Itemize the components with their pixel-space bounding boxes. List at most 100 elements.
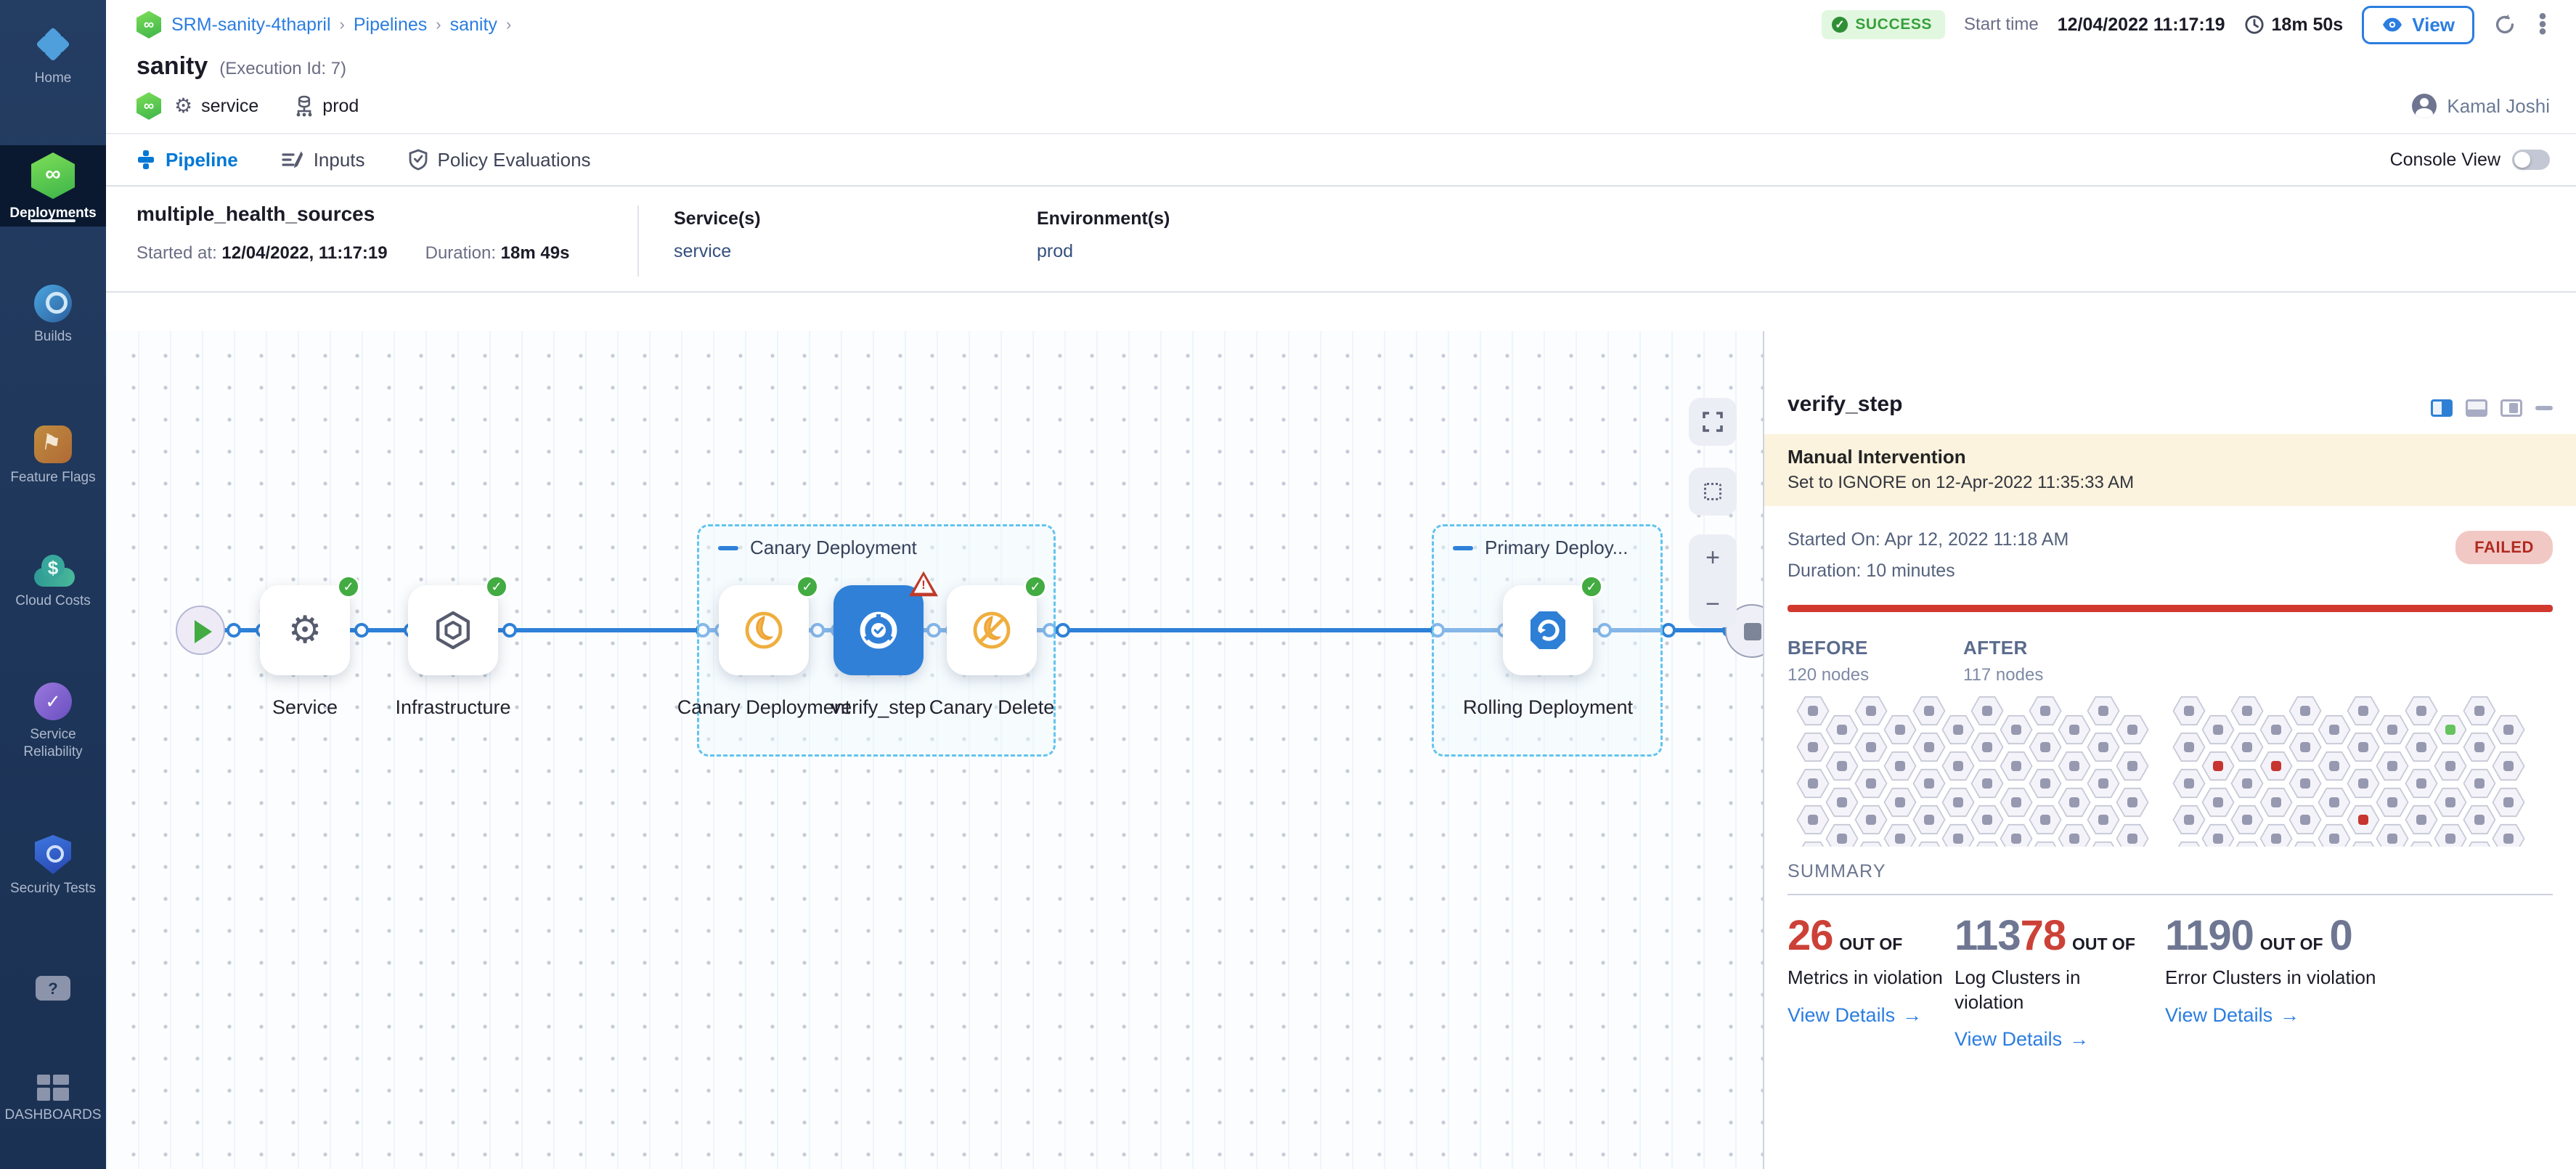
after-node-grid[interactable] bbox=[2172, 696, 2530, 847]
shield-check-icon bbox=[409, 149, 427, 171]
log-clusters-summary: 11378 OUT OF Log Clusters in violation V… bbox=[1955, 914, 2148, 1051]
infrastructure-icon bbox=[436, 611, 470, 650]
node-hexagon[interactable] bbox=[2492, 823, 2525, 847]
hex-column bbox=[1912, 696, 1946, 847]
sidebar-item-dashboards[interactable]: DASHBOARDS bbox=[0, 1075, 106, 1124]
environments-value[interactable]: prod bbox=[1037, 241, 1074, 261]
node-hexagon[interactable] bbox=[2116, 823, 2149, 847]
log-clusters-violation-count: 78 bbox=[2020, 912, 2067, 959]
hex-column bbox=[2029, 696, 2062, 847]
node-hexagon[interactable] bbox=[1796, 841, 1830, 847]
sidebar-item-security-tests[interactable]: Security Tests bbox=[0, 835, 106, 897]
node-hexagon[interactable] bbox=[1854, 841, 1888, 847]
hex-column bbox=[1883, 696, 1917, 847]
node-hexagon[interactable] bbox=[2492, 787, 2525, 818]
layout-float-icon[interactable] bbox=[2500, 399, 2522, 417]
user-name: Kamal Joshi bbox=[2447, 94, 2550, 117]
breadcrumb-pipelines[interactable]: Pipelines bbox=[353, 14, 428, 35]
started-at-value: 12/04/2022, 11:17:19 bbox=[221, 243, 388, 263]
sidebar-item-feature-flags[interactable]: Feature Flags bbox=[0, 425, 106, 486]
breadcrumb-project[interactable]: SRM-sanity-4thapril bbox=[171, 14, 331, 35]
node-hexagon[interactable] bbox=[2172, 841, 2206, 847]
node-hexagon[interactable] bbox=[2230, 841, 2264, 847]
node-infrastructure[interactable]: ✓ bbox=[408, 575, 508, 675]
zoom-in-button[interactable]: + bbox=[1705, 544, 1720, 571]
node-label: Rolling Deployment bbox=[1462, 696, 1634, 718]
node-hexagon[interactable] bbox=[2347, 841, 2380, 847]
node-hexagon[interactable] bbox=[2116, 714, 2149, 745]
tab-inputs[interactable]: Inputs bbox=[282, 149, 365, 171]
connector-dot bbox=[1661, 623, 1676, 638]
fullscreen-icon bbox=[1703, 412, 1723, 432]
hex-column bbox=[2259, 696, 2293, 847]
node-label: Infrastructure bbox=[395, 696, 511, 718]
log-clusters-view-details-link[interactable]: View Details→ bbox=[1955, 1028, 2090, 1051]
environment-tag[interactable]: prod bbox=[295, 95, 359, 117]
success-check-icon: ✓ bbox=[337, 575, 360, 598]
fit-to-screen-button[interactable] bbox=[1689, 398, 1737, 446]
sidebar-item-help[interactable] bbox=[0, 976, 106, 1006]
tab-pipeline[interactable]: Pipeline bbox=[136, 149, 238, 171]
console-view-toggle[interactable] bbox=[2512, 150, 2550, 170]
more-options-icon[interactable]: ••• bbox=[2538, 4, 2547, 44]
error-clusters-view-details-link[interactable]: View Details→ bbox=[2165, 1003, 2300, 1026]
check-icon: ✓ bbox=[1832, 17, 1849, 33]
sidebar-item-label: Builds bbox=[34, 329, 72, 344]
node-hexagon[interactable] bbox=[2463, 841, 2496, 847]
breadcrumb-separator: › bbox=[505, 15, 512, 33]
layout-bottom-icon[interactable] bbox=[2466, 399, 2487, 417]
hex-column bbox=[2087, 696, 2120, 847]
start-time-label: Start time bbox=[1964, 15, 2039, 34]
breadcrumb: ∞ SRM-sanity-4thapril › Pipelines › sani… bbox=[106, 0, 2576, 49]
hex-column bbox=[1970, 696, 2004, 847]
hex-column bbox=[2201, 696, 2235, 847]
sidebar-item-label: Home bbox=[34, 70, 72, 86]
pipeline-canvas[interactable]: Canary Deployment Primary Deploy... ✓ ⚙ … bbox=[106, 331, 1763, 1169]
before-node-grid[interactable] bbox=[1796, 696, 2153, 847]
success-check-icon: ✓ bbox=[796, 575, 819, 598]
sidebar-item-cloud-costs[interactable]: $ Cloud Costs bbox=[0, 555, 106, 610]
hex-column bbox=[2116, 696, 2149, 847]
user-menu[interactable]: Kamal Joshi bbox=[2412, 94, 2550, 118]
service-tag[interactable]: ⚙ service bbox=[174, 94, 259, 117]
node-verify-step[interactable] bbox=[833, 571, 938, 675]
node-hexagon[interactable] bbox=[2116, 787, 2149, 818]
selection-mode-button[interactable] bbox=[1689, 468, 1737, 516]
minimize-icon[interactable] bbox=[2535, 406, 2553, 410]
metrics-view-details-link[interactable]: View Details→ bbox=[1788, 1003, 1923, 1026]
page-title: sanity bbox=[136, 52, 208, 80]
node-canary-deployment[interactable]: ✓ bbox=[719, 575, 819, 675]
node-hexagon[interactable] bbox=[1912, 841, 1946, 847]
collapse-dash-icon[interactable] bbox=[718, 545, 738, 550]
sidebar-item-home[interactable]: Home bbox=[0, 26, 106, 87]
node-hexagon[interactable] bbox=[2087, 841, 2120, 847]
out-of-label: OUT OF bbox=[1839, 934, 1903, 953]
eye-icon bbox=[2383, 17, 2402, 32]
layout-right-icon[interactable] bbox=[2431, 399, 2453, 417]
node-service[interactable]: ✓ ⚙ bbox=[260, 575, 360, 675]
node-rolling-deployment[interactable]: ✓ bbox=[1503, 575, 1603, 675]
start-node[interactable] bbox=[176, 606, 225, 655]
sidebar-item-builds[interactable]: Builds bbox=[0, 285, 106, 346]
zoom-out-button[interactable]: − bbox=[1705, 590, 1720, 618]
connector-dot bbox=[227, 623, 241, 638]
error-clusters-total: 0 bbox=[2329, 912, 2353, 959]
view-button[interactable]: View bbox=[2362, 5, 2474, 44]
node-hexagon[interactable] bbox=[2492, 714, 2525, 745]
node-hexagon[interactable] bbox=[2288, 841, 2322, 847]
hex-column bbox=[2492, 696, 2525, 847]
node-hexagon[interactable] bbox=[2116, 751, 2149, 781]
node-hexagon[interactable] bbox=[2029, 841, 2062, 847]
breadcrumb-pipeline[interactable]: sanity bbox=[449, 14, 497, 35]
refresh-icon[interactable] bbox=[2493, 13, 2516, 36]
node-hexagon[interactable] bbox=[1970, 841, 2004, 847]
services-value[interactable]: service bbox=[674, 241, 732, 261]
canary-delete-icon bbox=[973, 611, 1011, 649]
collapse-dash-icon[interactable] bbox=[1453, 545, 1473, 550]
tab-policy-evaluations[interactable]: Policy Evaluations bbox=[409, 149, 591, 171]
sidebar-item-service-reliability[interactable]: ✓ Service Reliability bbox=[0, 683, 106, 761]
node-hexagon[interactable] bbox=[2492, 751, 2525, 781]
node-canary-delete[interactable]: ✓ bbox=[947, 575, 1047, 675]
node-hexagon[interactable] bbox=[2405, 841, 2438, 847]
sidebar-item-deployments[interactable]: ∞ Deployments bbox=[0, 145, 106, 227]
